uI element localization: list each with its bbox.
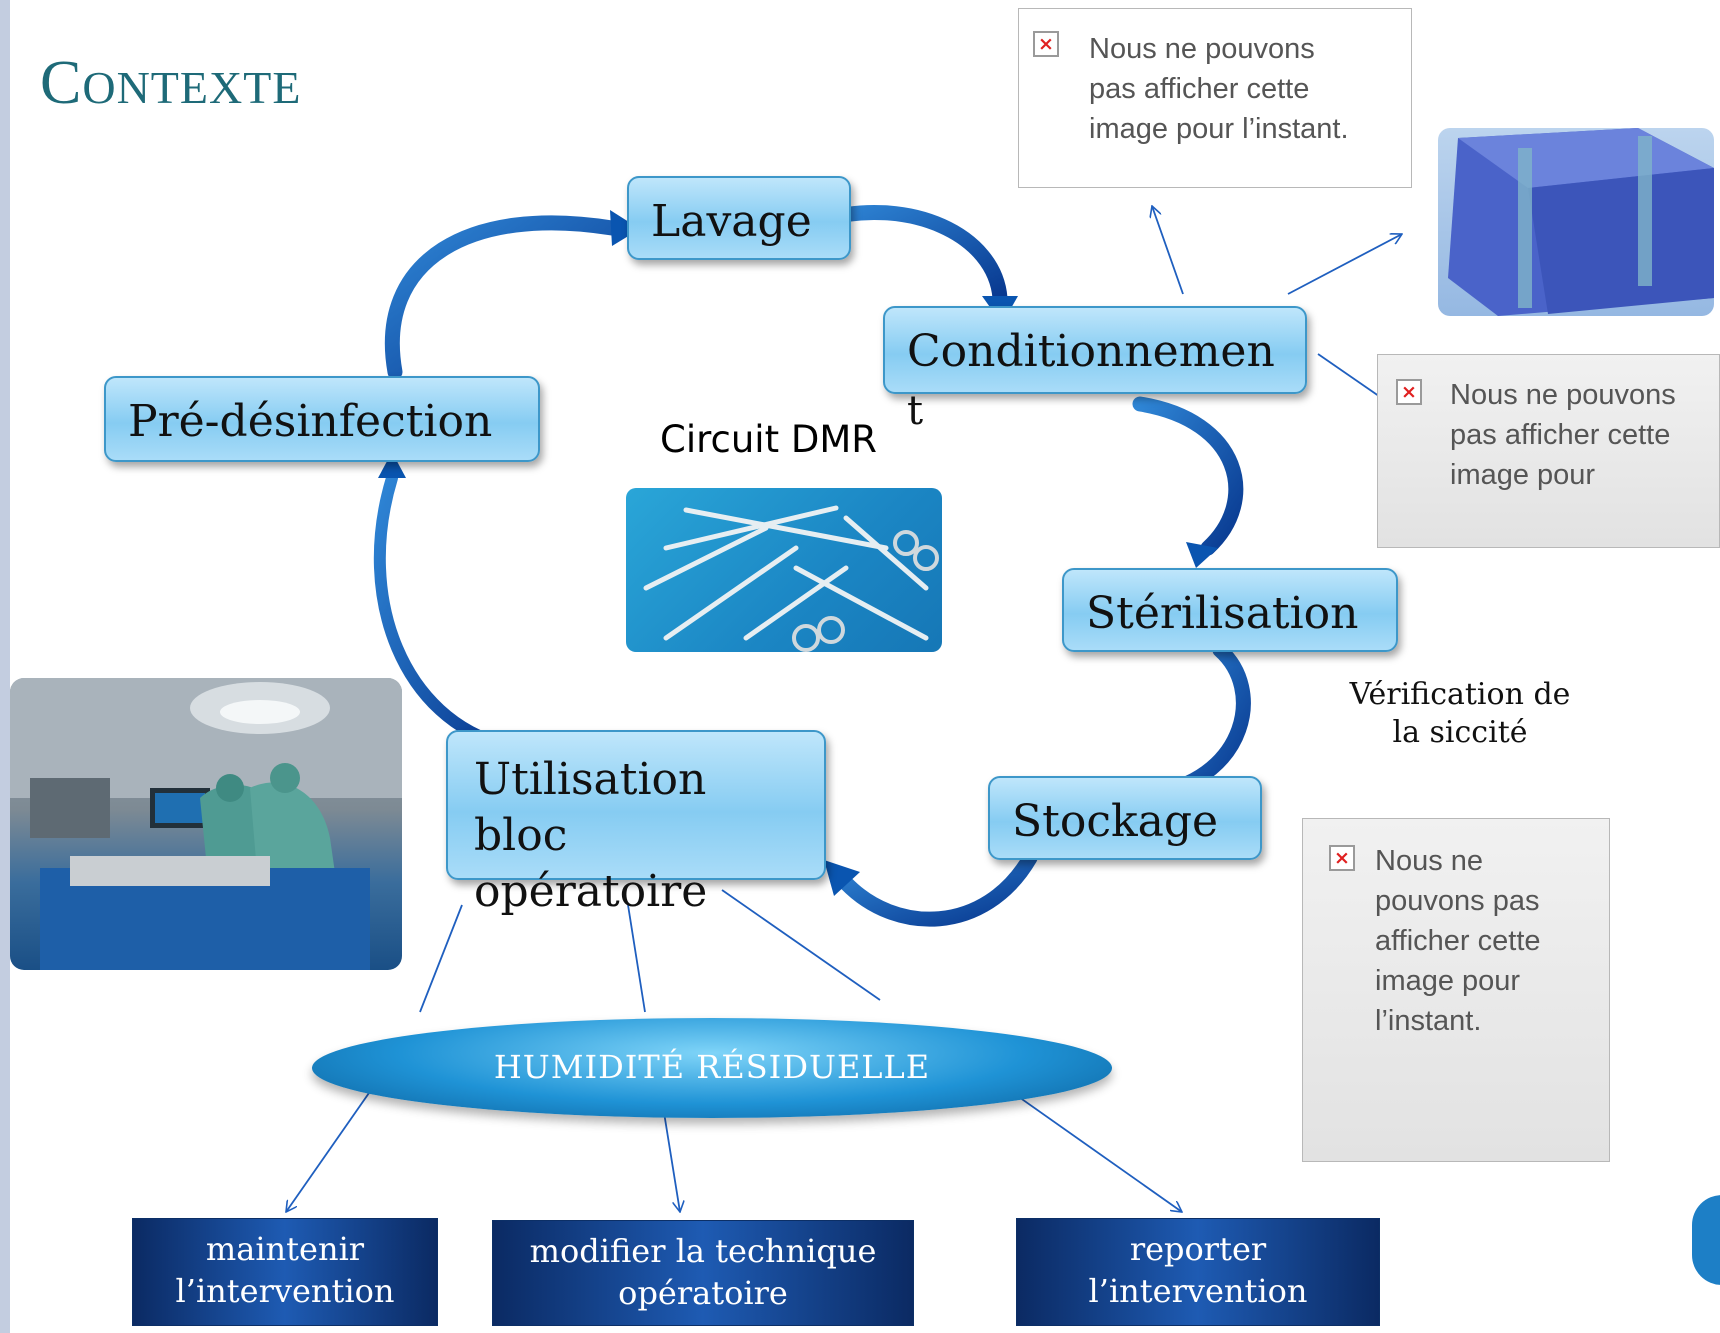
outcome-reporter-text: reporter l’intervention	[1017, 1219, 1379, 1312]
arrowhead-predesinfection	[378, 452, 406, 478]
step-stockage-label: Stockage	[1012, 796, 1219, 847]
outcome-reporter: reporter l’intervention	[1016, 1218, 1380, 1326]
cycle-center-label: Circuit DMR	[660, 418, 877, 461]
placeholder-right-line2: pas afficher cette	[1450, 419, 1671, 452]
placeholder-top-line3: image pour l’instant.	[1089, 113, 1349, 146]
broken-image-icon: ×	[1396, 379, 1422, 405]
arrowhead-sterilisation	[1186, 542, 1218, 568]
operating-room-photo	[10, 678, 402, 970]
arrow-stockage-to-utilisation	[837, 850, 1038, 927]
placeholder-bottom-line2: pouvons pas	[1375, 885, 1540, 918]
arrowhead-lavage	[610, 210, 640, 246]
step-sterilisation: Stérilisation	[1062, 568, 1398, 652]
verification-note: Vérification de la siccité	[1330, 676, 1590, 752]
arrow-predesinfection-to-lavage	[384, 215, 620, 380]
image-placeholder-right: × Nous ne pouvons pas afficher cette ima…	[1377, 354, 1720, 548]
arrow-conditionnement-to-sterilisation	[1132, 396, 1244, 556]
placeholder-right-line3: image pour	[1450, 459, 1596, 492]
broken-image-icon: ×	[1329, 845, 1355, 871]
placeholder-bottom-line4: image pour	[1375, 965, 1521, 998]
connector-to-top-placeholder	[1152, 206, 1184, 295]
step-predesinfection-label: Pré-désinfection	[128, 396, 493, 447]
step-conditionnement-label: Conditionnemen	[907, 326, 1275, 377]
arrow-lavage-to-conditionnement	[812, 205, 1008, 306]
slide-title: CONTEXTE	[40, 52, 301, 114]
sterile-wrapped-package-photo	[1438, 128, 1714, 316]
slide-number-badge	[1692, 1195, 1720, 1285]
verification-note-line2: la siccité	[1392, 715, 1528, 751]
arrow-sterilisation-to-stockage	[1152, 642, 1251, 800]
connector-bloc-to-humidite-mid	[627, 904, 646, 1013]
step-lavage: Lavage	[627, 176, 851, 260]
placeholder-right-line1: Nous ne pouvons	[1450, 379, 1676, 411]
outcome-modifier-text: modifier la technique opératoire	[493, 1221, 913, 1314]
placeholder-right-text: Nous ne pouvons pas afficher cette image…	[1450, 375, 1676, 495]
broken-image-icon: ×	[1033, 31, 1059, 57]
placeholder-top-line2: pas afficher cette	[1089, 73, 1310, 106]
step-conditionnement-label-overflow: t	[907, 388, 924, 434]
step-conditionnement: Conditionnemen t	[883, 306, 1307, 434]
residual-humidity-ellipse: HUMIDITÉ RÉSIDUELLE	[312, 1018, 1112, 1118]
slide-left-accent-bar	[0, 0, 10, 1333]
placeholder-top-text: Nous ne pouvons pas afficher cette image…	[1089, 29, 1349, 149]
step-lavage-label: Lavage	[651, 196, 812, 247]
arrow-to-reporter	[991, 1077, 1182, 1212]
step-utilisation-label-line3: opératoire	[474, 866, 708, 917]
step-predesinfection: Pré-désinfection	[104, 376, 540, 462]
step-utilisation-label-line1: Utilisation	[474, 754, 707, 805]
surgical-instruments-photo	[626, 488, 942, 652]
outcome-modifier: modifier la technique opératoire	[492, 1220, 914, 1326]
image-placeholder-top: × Nous ne pouvons pas afficher cette ima…	[1018, 8, 1412, 188]
outcome-maintenir-line1: maintenir	[205, 1230, 365, 1268]
outcome-modifier-line2: opératoire	[618, 1273, 788, 1312]
arrow-to-modifier	[661, 1099, 680, 1212]
placeholder-bottom-line3: afficher cette	[1375, 925, 1541, 958]
arrowhead-utilisation	[824, 860, 860, 896]
slide-title-rest: ONTEXTE	[82, 62, 302, 113]
step-utilisation-label-line2: bloc	[474, 810, 568, 861]
connector-to-package-photo	[1287, 234, 1402, 295]
placeholder-bottom-line5: l’instant.	[1375, 1005, 1482, 1038]
step-sterilisation-label: Stérilisation	[1086, 588, 1359, 639]
outcome-reporter-line1: reporter	[1129, 1230, 1267, 1268]
image-placeholder-bottom: × Nous ne pouvons pas afficher cette ima…	[1302, 818, 1610, 1162]
residual-humidity-label: HUMIDITÉ RÉSIDUELLE	[493, 1048, 931, 1086]
connector-bloc-to-humidite-left	[419, 904, 463, 1013]
slide-title-initial: C	[40, 49, 83, 117]
placeholder-bottom-text: Nous ne pouvons pas afficher cette image…	[1375, 841, 1541, 1041]
step-utilisation-bloc: Utilisation bloc opératoire	[446, 730, 826, 917]
verification-note-line1: Vérification de	[1349, 677, 1571, 712]
connector-bloc-to-humidite-right	[721, 889, 881, 1001]
placeholder-top-line1: Nous ne pouvons	[1089, 33, 1315, 65]
outcome-modifier-line1: modifier la technique	[529, 1232, 877, 1270]
placeholder-bottom-line1: Nous ne	[1375, 845, 1484, 877]
step-stockage: Stockage	[988, 776, 1262, 860]
outcome-reporter-line2: l’intervention	[1088, 1271, 1308, 1310]
outcome-maintenir-line2: l’intervention	[175, 1271, 395, 1310]
outcome-maintenir: maintenir l’intervention	[132, 1218, 438, 1326]
outcome-maintenir-text: maintenir l’intervention	[133, 1219, 437, 1312]
